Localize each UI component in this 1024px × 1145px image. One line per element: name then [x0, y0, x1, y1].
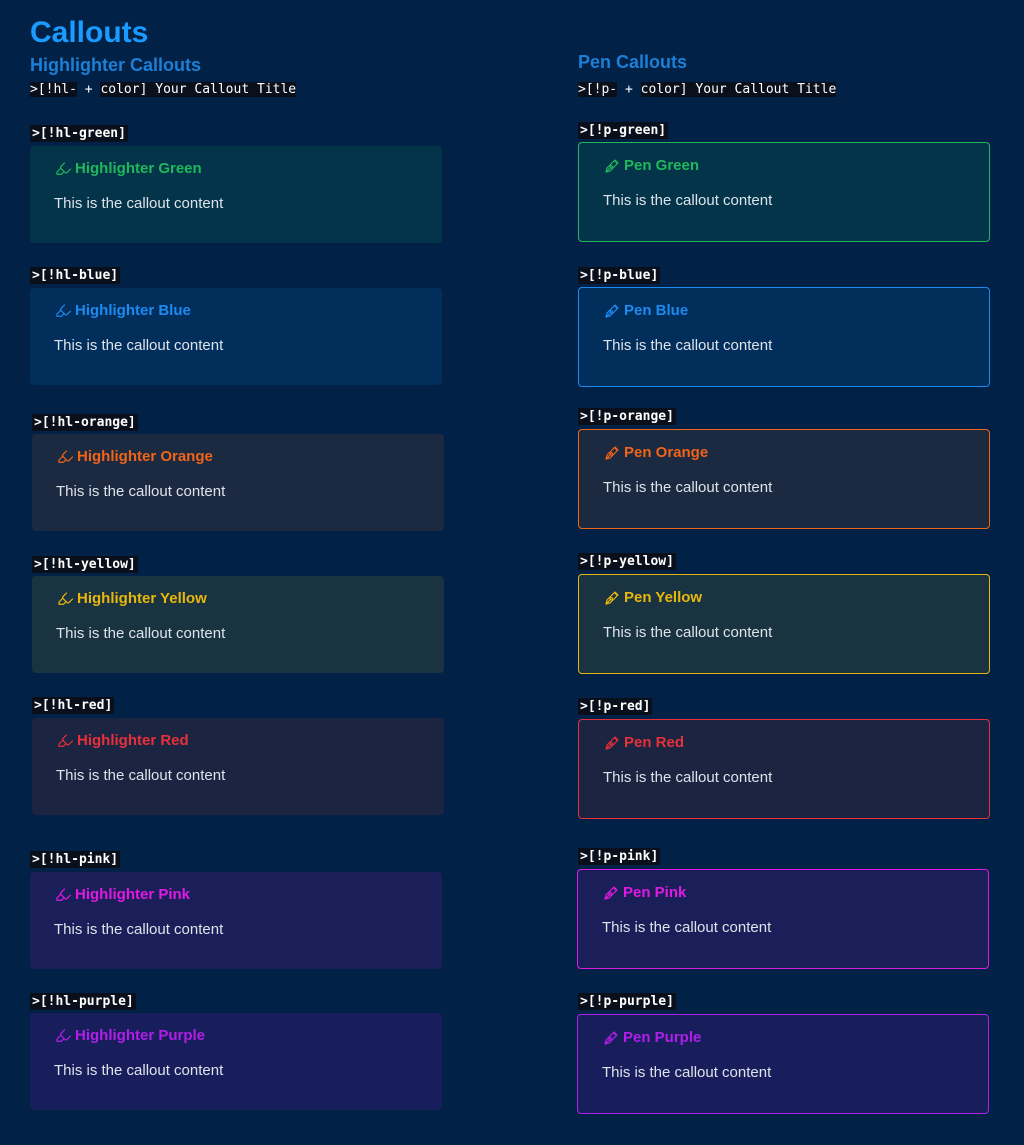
highlighter-icon	[56, 448, 74, 466]
pen-blue-syntax-label: >[!p-blue]	[578, 267, 661, 284]
callout-title: Highlighter Blue	[75, 302, 191, 319]
highlighter-icon	[54, 160, 72, 178]
callout-content: This is the callout content	[54, 1062, 224, 1079]
callout-content: This is the callout content	[56, 767, 226, 784]
callout-content: This is the callout content	[603, 192, 773, 209]
highlighter-orange-syntax-label: >[!hl-orange]	[32, 414, 138, 431]
pen-syntax-prefix: >[!p-	[578, 82, 618, 97]
callout-title: Highlighter Green	[75, 160, 202, 177]
callout-title: Highlighter Purple	[75, 1027, 206, 1044]
highlighter-icon	[54, 302, 72, 320]
highlighter-icon	[54, 886, 72, 904]
callout-content: This is the callout content	[56, 625, 226, 642]
highlighter-syntax-rest: color] Your Callout Title	[100, 82, 297, 97]
pen-icon	[602, 1029, 620, 1047]
callout-content: This is the callout content	[54, 195, 224, 212]
highlighter-icon	[54, 1027, 72, 1045]
highlighter-purple-syntax-label: >[!hl-purple]	[30, 993, 136, 1010]
callout-content: This is the callout content	[54, 921, 224, 938]
pen-icon	[603, 444, 621, 462]
highlighter-red-syntax-label: >[!hl-red]	[32, 697, 115, 714]
pen-heading: Pen Callouts	[578, 52, 688, 72]
pen-icon	[603, 157, 621, 175]
callout-title: Pen Blue	[624, 302, 689, 319]
pen-syntax: >[!p- + color] Your Callout Title	[578, 82, 837, 98]
pen-icon	[603, 302, 621, 320]
callout-content: This is the callout content	[54, 337, 224, 354]
pen-syntax-rest: color] Your Callout Title	[640, 82, 837, 97]
callout-title: Highlighter Pink	[75, 886, 191, 903]
pen-yellow-syntax-label: >[!p-yellow]	[578, 553, 676, 570]
highlighter-heading: Highlighter Callouts	[30, 55, 201, 75]
callout-title: Highlighter Yellow	[77, 590, 207, 607]
highlighter-syntax: >[!hl- + color] Your Callout Title	[30, 82, 297, 98]
callout-content: This is the callout content	[603, 624, 773, 641]
callout-title: Pen Orange	[624, 444, 709, 461]
pen-purple-syntax-label: >[!p-purple]	[578, 993, 676, 1010]
highlighter-yellow-syntax-label: >[!hl-yellow]	[32, 556, 138, 573]
highlighter-syntax-prefix: >[!hl-	[30, 82, 77, 97]
callout-content: This is the callout content	[56, 483, 226, 500]
callout-title: Pen Pink	[623, 884, 687, 901]
page-title: Callouts	[30, 16, 149, 49]
callout-title: Pen Red	[624, 734, 685, 751]
pen-green-syntax-label: >[!p-green]	[578, 122, 669, 139]
highlighter-green-syntax-label: >[!hl-green]	[30, 125, 128, 142]
highlighter-pink-syntax-label: >[!hl-pink]	[30, 851, 121, 868]
pen-icon	[603, 734, 621, 752]
callout-title: Pen Yellow	[624, 589, 703, 606]
pen-icon	[602, 884, 620, 902]
callout-content: This is the callout content	[603, 337, 773, 354]
highlighter-syntax-plus: +	[76, 82, 101, 97]
callout-content: This is the callout content	[602, 919, 772, 936]
callout-title: Highlighter Red	[77, 732, 189, 749]
pen-icon	[603, 589, 621, 607]
callout-title: Pen Purple	[623, 1029, 702, 1046]
pen-syntax-plus: +	[617, 82, 641, 97]
highlighter-blue-syntax-label: >[!hl-blue]	[30, 267, 121, 284]
callout-content: This is the callout content	[603, 769, 773, 786]
highlighter-icon	[56, 590, 74, 608]
pen-red-syntax-label: >[!p-red]	[578, 698, 653, 715]
pen-orange-syntax-label: >[!p-orange]	[578, 408, 676, 425]
pen-pink-syntax-label: >[!p-pink]	[578, 848, 661, 865]
callout-content: This is the callout content	[603, 479, 773, 496]
callout-title: Pen Green	[624, 157, 700, 174]
callout-title: Highlighter Orange	[77, 448, 213, 465]
callout-content: This is the callout content	[602, 1064, 772, 1081]
highlighter-icon	[56, 732, 74, 750]
